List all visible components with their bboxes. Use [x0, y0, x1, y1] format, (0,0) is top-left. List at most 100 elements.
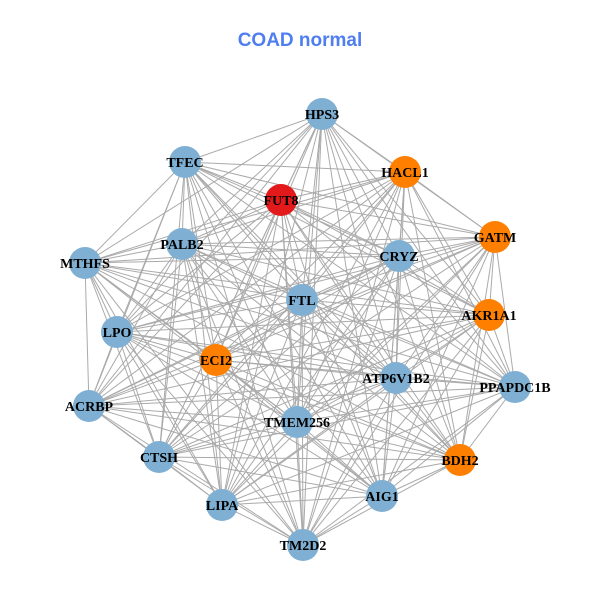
edge-PALB2-ATP6V1B2 [181, 243, 397, 379]
edge-FUT8-GATM [280, 199, 496, 238]
edge-TFEC-FUT8 [184, 161, 282, 201]
chart-title: COAD normal [237, 30, 363, 51]
edge-CRYZ-LPO [116, 255, 400, 333]
node-PPAPDC1B[interactable]: PPAPDC1B [479, 371, 551, 403]
edge-HACL1-BDH2 [404, 171, 461, 461]
edge-CRYZ-ACRBP [88, 255, 400, 407]
edge-HACL1-TFEC [184, 161, 406, 173]
node-AIG1[interactable]: AIG1 [365, 480, 399, 512]
node-circle [143, 441, 175, 473]
edge-GATM-ECI2 [215, 236, 496, 361]
edge-FUT8-ACRBP [88, 199, 282, 407]
node-circle [73, 390, 105, 422]
edge-ECI2-TM2D2 [215, 359, 304, 546]
node-ECI2[interactable]: ECI2 [200, 344, 232, 376]
node-GATM[interactable]: GATM [474, 221, 517, 253]
node-FTL[interactable]: FTL [286, 284, 318, 316]
edge-LPO-BDH2 [116, 331, 461, 461]
edge-LPO-AIG1 [116, 331, 383, 497]
node-circle [306, 98, 338, 130]
edge-AKR1A1-BDH2 [459, 314, 490, 461]
node-circle [265, 184, 297, 216]
edge-FUT8-ECI2 [215, 199, 282, 361]
edge-MTHFS-LIPA [84, 262, 223, 506]
node-label: BDH2 [441, 454, 478, 469]
edge-PPAPDC1B-TMEM256 [296, 386, 516, 423]
node-circle [166, 228, 198, 260]
edge-PALB2-LPO [116, 243, 183, 333]
edge-TFEC-MTHFS [84, 161, 186, 264]
node-PALB2[interactable]: PALB2 [160, 228, 204, 260]
node-label: ATP6V1B2 [362, 372, 429, 387]
edge-PALB2-FTL [181, 243, 303, 301]
edge-FUT8-TM2D2 [280, 199, 304, 546]
edge-GATM-CRYZ [398, 236, 496, 257]
edge-TFEC-BDH2 [184, 161, 461, 461]
edge-CRYZ-PALB2 [181, 243, 400, 257]
node-BDH2[interactable]: BDH2 [441, 444, 479, 476]
node-TM2D2[interactable]: TM2D2 [280, 529, 327, 561]
edge-GATM-LPO [116, 236, 496, 333]
edge-LPO-CTSH [116, 331, 160, 458]
edge-FTL-AKR1A1 [301, 299, 490, 316]
node-HPS3[interactable]: HPS3 [305, 98, 339, 130]
edge-HPS3-TMEM256 [296, 113, 323, 423]
node-CTSH[interactable]: CTSH [140, 441, 178, 473]
edge-GATM-ATP6V1B2 [395, 236, 496, 379]
edge-ATP6V1B2-ACRBP [88, 377, 397, 407]
edge-TFEC-TM2D2 [184, 161, 304, 546]
node-label: TM2D2 [280, 539, 327, 554]
edge-PALB2-ACRBP [88, 243, 183, 407]
edge-MTHFS-ACRBP [84, 262, 90, 407]
edge-LPO-TMEM256 [116, 331, 298, 423]
node-label: ECI2 [200, 354, 232, 369]
node-label: CRYZ [379, 250, 418, 265]
edge-ATP6V1B2-AIG1 [381, 377, 397, 497]
node-LIPA[interactable]: LIPA [206, 489, 239, 521]
edge-CRYZ-MTHFS [84, 255, 400, 264]
edge-HPS3-PPAPDC1B [321, 113, 516, 388]
node-TFEC[interactable]: TFEC [166, 146, 204, 178]
edge-LPO-ATP6V1B2 [116, 331, 397, 379]
node-TMEM256[interactable]: TMEM256 [264, 406, 330, 438]
edge-CRYZ-AKR1A1 [398, 255, 490, 316]
edge-PALB2-CTSH [158, 243, 183, 458]
node-HACL1[interactable]: HACL1 [381, 156, 429, 188]
node-circle [286, 284, 318, 316]
edge-MTHFS-AKR1A1 [84, 262, 490, 316]
node-label: TFEC [166, 156, 203, 171]
node-LPO[interactable]: LPO [101, 316, 133, 348]
edge-ECI2-ACRBP [88, 359, 217, 407]
node-label: HACL1 [381, 166, 428, 181]
edge-PPAPDC1B-AIG1 [381, 386, 516, 497]
edge-TMEM256-CTSH [158, 421, 298, 458]
node-label: AKR1A1 [461, 309, 516, 324]
node-label: TMEM256 [264, 416, 330, 431]
edge-MTHFS-AIG1 [84, 262, 383, 497]
node-FUT8[interactable]: FUT8 [264, 184, 299, 216]
edge-GATM-PALB2 [181, 236, 496, 245]
edge-ACRBP-AIG1 [88, 405, 383, 497]
edge-MTHFS-PPAPDC1B [84, 262, 516, 388]
edge-TFEC-ECI2 [184, 161, 217, 361]
edge-GATM-BDH2 [459, 236, 496, 461]
node-ATP6V1B2[interactable]: ATP6V1B2 [362, 362, 430, 394]
node-AKR1A1[interactable]: AKR1A1 [461, 299, 517, 331]
edge-FUT8-PALB2 [181, 199, 282, 245]
edge-CRYZ-TM2D2 [302, 255, 400, 546]
node-label: LIPA [206, 499, 239, 514]
edge-GATM-AIG1 [381, 236, 496, 497]
edge-AKR1A1-AIG1 [381, 314, 490, 497]
node-circle [281, 406, 313, 438]
node-circle [389, 156, 421, 188]
edge-TFEC-PPAPDC1B [184, 161, 516, 388]
edge-LPO-ECI2 [116, 331, 217, 361]
edge-CTSH-BDH2 [158, 456, 461, 461]
node-ACRBP[interactable]: ACRBP [65, 390, 114, 422]
node-CRYZ[interactable]: CRYZ [379, 240, 419, 272]
edge-TFEC-FTL [184, 161, 303, 301]
edge-PPAPDC1B-LIPA [221, 386, 516, 506]
node-label: MTHFS [60, 257, 110, 272]
node-MTHFS[interactable]: MTHFS [60, 247, 110, 279]
